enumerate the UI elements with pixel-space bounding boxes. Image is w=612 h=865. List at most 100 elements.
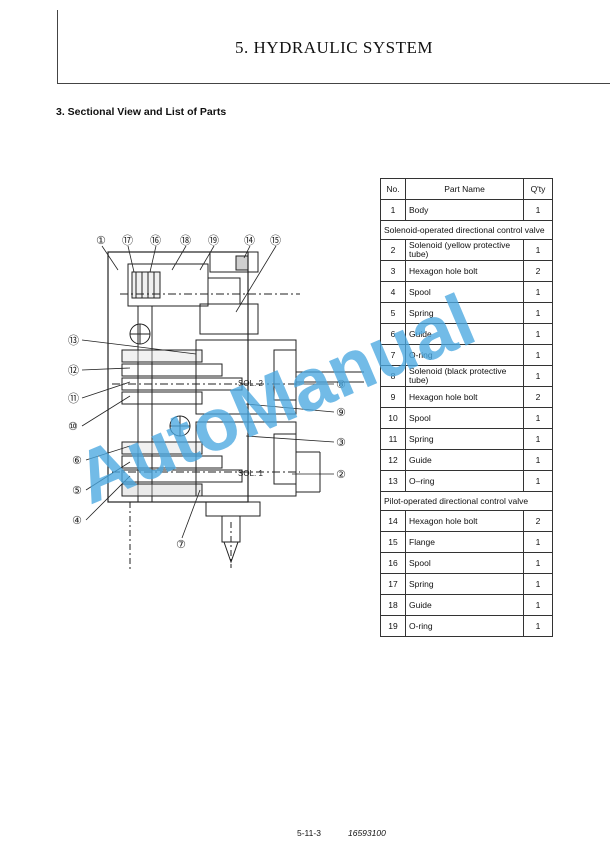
callout-17: ⑰ xyxy=(122,234,133,247)
callout-11: ⑪ xyxy=(68,392,79,405)
row-qty: 1 xyxy=(523,552,553,574)
callout-13: ⑬ xyxy=(68,334,79,347)
row-no: 17 xyxy=(380,573,406,595)
row-qty: 1 xyxy=(523,594,553,616)
row-part-name: Spring xyxy=(405,573,524,595)
callout-10: ⑩ xyxy=(68,420,78,433)
row-part-name: Guide xyxy=(405,449,524,471)
sectional-view-diagram: SOL. 2 SOL. 1 ① ⑰ ⑯ ⑱ ⑲ ⑭ ⑮ ⑬ xyxy=(60,222,365,572)
group-label-pilot: Pilot-operated directional control valve xyxy=(380,491,553,511)
group-row-solenoid: Solenoid-operated directional control va… xyxy=(380,220,553,240)
callout-15: ⑮ xyxy=(270,234,281,247)
row-qty: 1 xyxy=(523,407,553,429)
sol1-label: SOL. 1 xyxy=(238,469,263,478)
row-part-name: O-ring xyxy=(405,615,524,637)
row-no: 19 xyxy=(380,615,406,637)
callout-7: ⑦ xyxy=(176,538,186,551)
row-no: 8 xyxy=(380,365,406,387)
row-no: 15 xyxy=(380,531,406,553)
row-no: 16 xyxy=(380,552,406,574)
callout-16: ⑯ xyxy=(150,234,161,247)
row-qty: 2 xyxy=(523,510,553,532)
row-part-name: Flange xyxy=(405,531,524,553)
row-part-name: O–ring xyxy=(405,470,524,492)
row-qty: 1 xyxy=(523,449,553,471)
row-no: 18 xyxy=(380,594,406,616)
parts-table: No. Part Name Q'ty 1 Body 1 Solenoid-ope… xyxy=(380,178,553,637)
row-no: 13 xyxy=(380,470,406,492)
row-qty: 1 xyxy=(523,531,553,553)
row-no: 10 xyxy=(380,407,406,429)
callout-18: ⑱ xyxy=(180,234,191,247)
callout-12: ⑫ xyxy=(68,364,79,377)
row-no: 3 xyxy=(380,260,406,282)
row-no: 11 xyxy=(380,428,406,450)
row-part-name: Hexagon hole bolt xyxy=(405,260,524,282)
table-row: 1 Body 1 xyxy=(380,199,553,221)
row-part-name: O-ring xyxy=(405,344,524,366)
row-no: 7 xyxy=(380,344,406,366)
callout-4: ④ xyxy=(72,514,82,527)
row-part-name: Spool xyxy=(405,407,524,429)
callout-14: ⑭ xyxy=(244,234,255,247)
callout-6: ⑥ xyxy=(72,454,82,467)
row-qty: 1 xyxy=(523,302,553,324)
sol2-label: SOL. 2 xyxy=(238,379,263,388)
group-label-solenoid: Solenoid-operated directional control va… xyxy=(380,220,553,240)
header-part-name: Part Name xyxy=(405,178,524,200)
table-header-row: No. Part Name Q'ty xyxy=(380,178,553,200)
callout-2: ② xyxy=(336,468,346,481)
row-qty: 1 xyxy=(523,239,553,261)
row-no: 12 xyxy=(380,449,406,471)
row-part-name: Spring xyxy=(405,302,524,324)
row-no: 4 xyxy=(380,281,406,303)
row-qty: 1 xyxy=(523,615,553,637)
row-no: 9 xyxy=(380,386,406,408)
row-part-name: Hexagon hole bolt xyxy=(405,386,524,408)
group-row-pilot: Pilot-operated directional control valve xyxy=(380,491,553,511)
row-qty: 1 xyxy=(523,365,553,387)
row-part-name: Spool xyxy=(405,552,524,574)
row-part-name: Hexagon hole bolt xyxy=(405,510,524,532)
callout-19: ⑲ xyxy=(208,234,219,247)
row-part-name: Guide xyxy=(405,594,524,616)
row-qty: 1 xyxy=(523,344,553,366)
header-box: 5. HYDRAULIC SYSTEM xyxy=(57,10,610,84)
callout-5: ⑤ xyxy=(72,484,82,497)
callout-8: ⑧ xyxy=(336,378,346,391)
row-qty: 1 xyxy=(523,281,553,303)
header-qty: Q'ty xyxy=(523,178,553,200)
row-qty: 2 xyxy=(523,260,553,282)
row-qty: 1 xyxy=(523,323,553,345)
row-qty: 1 xyxy=(523,428,553,450)
row-no: 1 xyxy=(380,199,406,221)
row-qty: 1 xyxy=(523,470,553,492)
callout-1: ① xyxy=(96,234,106,247)
row-qty: 1 xyxy=(523,199,553,221)
row-part-name: Solenoid (yellow protective tube) xyxy=(405,239,524,261)
footer-document-code: 16593100 xyxy=(348,828,386,838)
row-part-name: Guide xyxy=(405,323,524,345)
row-no: 2 xyxy=(380,239,406,261)
section-heading: 3. Sectional View and List of Parts xyxy=(56,106,227,118)
row-part-name: Body xyxy=(405,199,524,221)
row-part-name: Spring xyxy=(405,428,524,450)
row-qty: 2 xyxy=(523,386,553,408)
row-part-name: Spool xyxy=(405,281,524,303)
row-part-name: Solenoid (black protective tube) xyxy=(405,365,524,387)
row-no: 14 xyxy=(380,510,406,532)
